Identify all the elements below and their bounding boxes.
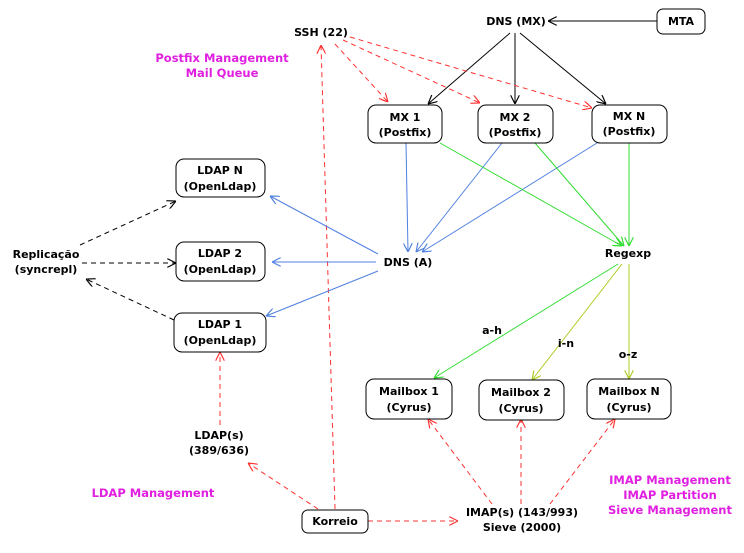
note-imap-line2: IMAP Partition [623, 488, 717, 502]
node-mx1-line1: MX 1 [390, 111, 421, 124]
edge-regexp-to-mailbox1 [434, 263, 619, 378]
edge-regexp-to-mailbox2 [532, 263, 623, 380]
node-regexp-label: Regexp [605, 247, 651, 260]
node-ldap1-line2: (OpenLdap) [184, 334, 257, 347]
node-ldap1: LDAP 1 (OpenLdap) [173, 312, 267, 353]
node-ldaps-line2: (389/636) [189, 444, 249, 457]
node-dns-a-label: DNS (A) [384, 256, 433, 269]
node-mailboxn: Mailbox N (Cyrus) [586, 378, 672, 420]
edge-ssh-to-mx1 [334, 43, 388, 102]
edge-imaps-to-mailboxn [549, 419, 615, 505]
edge-dns-a-to-ldapn [270, 196, 379, 255]
node-mxn-line1: MX N [613, 110, 645, 123]
note-postfix-line2: Mail Queue [186, 66, 259, 80]
edge-mx2-to-regexp [534, 142, 624, 246]
node-mailboxn-line2: (Cyrus) [606, 401, 651, 414]
note-postfix-line1: Postfix Management [155, 51, 289, 65]
edge-ldap1-to-replicacao [86, 279, 175, 321]
node-ldap2-line1: LDAP 2 [198, 247, 242, 260]
node-ldapn-line2: (OpenLdap) [184, 180, 257, 193]
node-mailbox2-line1: Mailbox 2 [491, 386, 551, 399]
edge-mx1-to-dns-a [406, 142, 408, 252]
edge-label-a-h: a-h [482, 324, 502, 337]
node-mx2: MX 2 (Postfix) [477, 104, 554, 144]
edge-mxn-to-dns-a [422, 142, 598, 252]
node-korreio: Korreio [301, 509, 369, 534]
node-ldapn-line1: LDAP N [197, 164, 243, 177]
node-mx1: MX 1 (Postfix) [367, 104, 443, 144]
edge-dns-mx-to-mx1 [428, 32, 511, 104]
node-imaps-line2: Sieve (2000) [483, 521, 561, 534]
edge-dns-a-to-ldap1 [266, 270, 379, 316]
node-ldaps-line1: LDAP(s) [194, 429, 243, 442]
edge-imaps-to-mailbox1 [428, 419, 493, 505]
node-mx2-line1: MX 2 [500, 111, 531, 124]
node-mailbox1-line2: (Cyrus) [386, 401, 431, 414]
edge-korreio-to-ldaps [248, 463, 319, 510]
node-mta: MTA [656, 8, 706, 35]
note-imap-line3: Sieve Management [608, 503, 732, 517]
edge-ssh-to-mx2 [342, 39, 480, 103]
node-mailbox1: Mailbox 1 (Cyrus) [365, 378, 453, 420]
note-ldap-management: LDAP Management [92, 486, 215, 500]
edge-dns-mx-to-mxn [519, 32, 606, 104]
node-replicacao-line2: (syncrepl) [15, 263, 78, 276]
node-dns-mx-label: DNS (MX) [486, 15, 546, 28]
node-imaps-line1: IMAP(s) (143/993) [466, 506, 578, 519]
node-korreio-label: Korreio [312, 515, 358, 528]
node-mailboxn-line1: Mailbox N [598, 385, 659, 398]
node-ldapn: LDAP N (OpenLdap) [175, 158, 266, 198]
node-ssh-label: SSH (22) [294, 26, 348, 39]
node-mx1-line2: (Postfix) [379, 126, 432, 139]
node-mta-label: MTA [668, 15, 695, 28]
note-imap-line1: IMAP Management [609, 473, 731, 487]
node-mailbox2-line2: (Cyrus) [498, 402, 543, 415]
edge-mx2-to-dns-a [416, 142, 503, 252]
edge-mx1-to-regexp [439, 142, 622, 246]
node-mx2-line2: (Postfix) [489, 126, 542, 139]
node-mailbox2: Mailbox 2 (Cyrus) [478, 379, 565, 421]
edge-label-o-z: o-z [619, 348, 638, 361]
edge-ssh-to-mxn [349, 36, 592, 108]
edges [79, 21, 657, 521]
node-mailbox1-line1: Mailbox 1 [379, 385, 439, 398]
node-ldap1-line1: LDAP 1 [198, 318, 242, 331]
edge-korreio-to-ssh [321, 45, 336, 510]
node-mxn: MX N (Postfix) [591, 104, 668, 144]
node-replicacao-line1: Replicação [13, 248, 80, 261]
node-ldap2: LDAP 2 (OpenLdap) [175, 241, 266, 282]
node-mxn-line2: (Postfix) [603, 125, 656, 138]
edge-replicacao-to-ldapn [79, 201, 176, 246]
node-ldap2-line2: (OpenLdap) [184, 263, 257, 276]
edge-label-i-n: i-n [558, 337, 574, 350]
